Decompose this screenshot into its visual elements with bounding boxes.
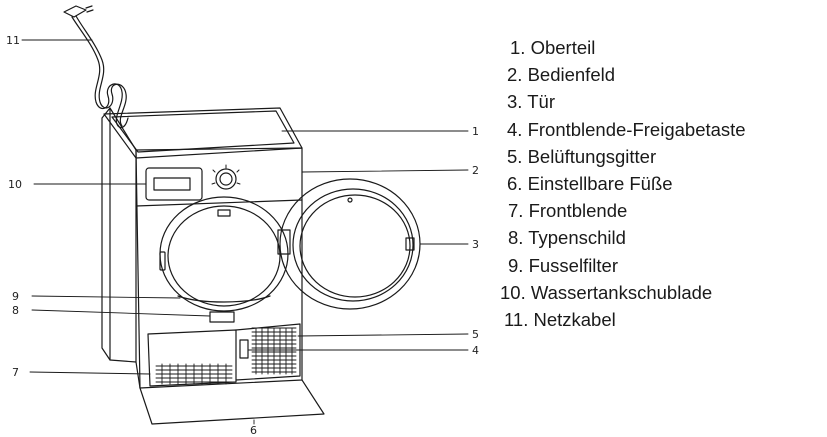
legend-item: 6. Einstellbare Füße xyxy=(507,172,673,194)
legend-item: 4. Frontblende-Freigabetaste xyxy=(507,118,746,140)
callout-8: 8 xyxy=(12,304,19,317)
callout-2: 2 xyxy=(472,164,479,177)
parts-legend: 1. Oberteil 2. Bedienfeld 3. Tür 4. Fron… xyxy=(496,34,746,333)
legend-item: 9. Fusselfilter xyxy=(508,254,619,276)
legend-item: 11. Netzkabel xyxy=(504,308,616,330)
drum-opening xyxy=(159,196,289,323)
callout-10: 10 xyxy=(8,178,22,191)
callout-7: 7 xyxy=(12,366,19,379)
front-panel-bottom xyxy=(147,323,301,387)
callout-3: 3 xyxy=(472,238,479,251)
callout-1: 1 xyxy=(472,125,479,138)
power-cord xyxy=(63,5,129,129)
open-door xyxy=(277,178,421,310)
water-tank-drawer xyxy=(145,167,203,201)
legend-item: 3. Tür xyxy=(507,91,555,113)
vent-grille xyxy=(155,327,297,385)
legend-item: 7. Frontblende xyxy=(508,200,628,222)
callout-5: 5 xyxy=(472,328,479,341)
dryer-cabinet xyxy=(101,107,303,389)
legend-item: 1. Oberteil xyxy=(510,37,596,58)
legend-item: 5. Belüftungsgitter xyxy=(507,145,657,167)
leader-lines xyxy=(21,39,469,425)
callout-11: 11 xyxy=(6,34,20,47)
callout-6: 6 xyxy=(250,424,257,437)
feet-outline xyxy=(139,379,325,425)
legend-item: 8. Typenschild xyxy=(508,227,626,249)
legend-item: 10. Wassertankschublade xyxy=(500,281,713,303)
callout-4: 4 xyxy=(472,344,479,357)
callout-9: 9 xyxy=(12,290,19,303)
control-knob xyxy=(211,164,241,190)
legend-item: 2. Bedienfeld xyxy=(507,64,616,86)
